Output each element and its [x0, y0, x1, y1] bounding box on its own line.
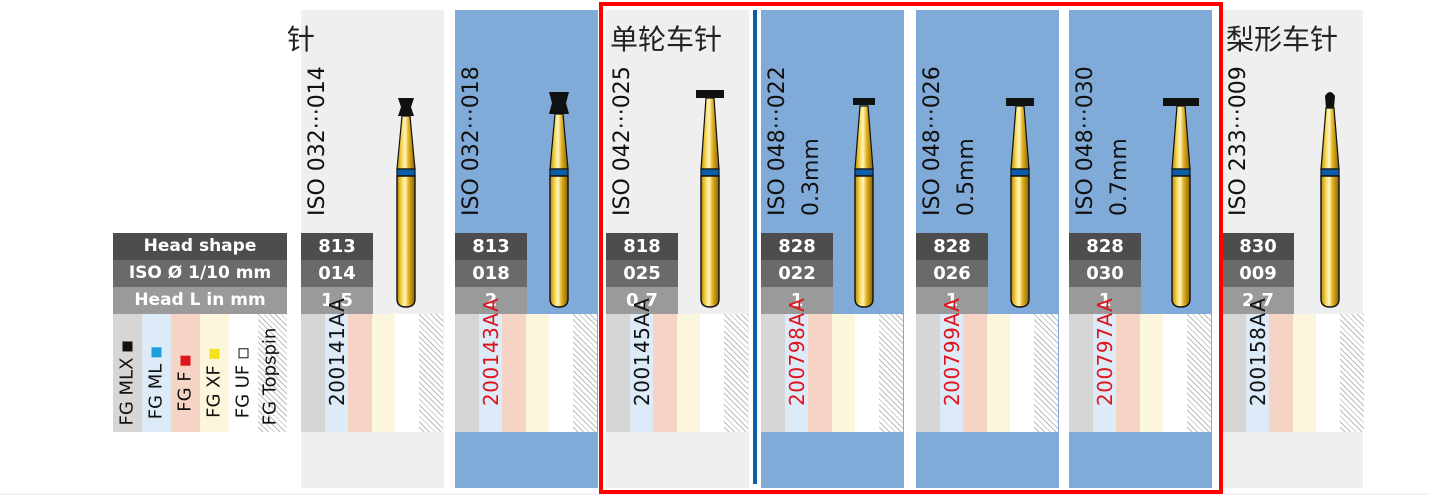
category-title: 针 [287, 23, 316, 56]
iso-diameter-value: 009 [1222, 260, 1294, 287]
head-length-value: 0.7 [606, 287, 678, 314]
yellow-square-icon [209, 349, 220, 360]
head-length-value: 2 [455, 287, 527, 314]
spec-table: 828 022 1 [761, 233, 833, 314]
spec-table: 813 018 2 [455, 233, 527, 314]
grit-label: FG Topspin [259, 327, 281, 426]
spec-table: 818 025 0.7 [606, 233, 678, 314]
grit-label: FG UF [232, 364, 254, 419]
grit-legend: FG MLX FG ML FG F FG XF FG UF FG Topspin [113, 314, 287, 432]
head-length-value: 2.7 [1222, 287, 1294, 314]
head-shape-value: 818 [606, 233, 678, 260]
grit-availability [606, 314, 748, 432]
iso-diameter-value: 025 [606, 260, 678, 287]
grit-ml: FG ML [142, 314, 171, 432]
white-square-icon [238, 348, 249, 359]
spec-table: 813 014 1.5 [301, 233, 373, 314]
grit-label: FG ML [145, 363, 167, 420]
legend-head-length: Head L in mm [113, 287, 287, 314]
bur-illustration [1006, 98, 1034, 308]
grit-availability [301, 314, 443, 432]
head-shape-value: 813 [301, 233, 373, 260]
bur-panel: ISO 048···022 0.3mm 828 022 1 200798AA [761, 10, 904, 488]
highlight-frame [599, 2, 1223, 494]
grit-xf: FG XF [200, 314, 229, 432]
grit-availability [761, 314, 903, 432]
red-square-icon [180, 355, 191, 366]
head-shape-value: 828 [1069, 233, 1141, 260]
grit-availability [916, 314, 1058, 432]
grit-mlx: FG MLX [113, 314, 142, 432]
category-title: 梨形车针 [1226, 23, 1339, 56]
bur-panel: ISO 048···026 0.5mm 828 026 1 200799AA [916, 10, 1059, 488]
head-shape-value: 830 [1222, 233, 1294, 260]
order-code[interactable]: 200158AA [1246, 297, 1270, 406]
order-code[interactable]: 200143AA [479, 297, 503, 406]
bur-panel: 梨形车针 ISO 233···009 830 009 2.7 200158AA [1222, 10, 1364, 488]
bur-panel: 针 ISO 032···014 813 014 1.5 200141AA [287, 10, 444, 488]
spec-legend: Head shape ISO Ø 1/10 mm Head L in mm FG… [113, 233, 287, 432]
head-length-value: 1 [916, 287, 988, 314]
spec-table: 828 030 1 [1069, 233, 1141, 314]
section-divider [753, 10, 757, 484]
black-square-icon [122, 341, 133, 352]
head-shape-value: 828 [916, 233, 988, 260]
head-length-value: 1.5 [301, 287, 373, 314]
grit-availability [1069, 314, 1211, 432]
spec-table: 830 009 2.7 [1222, 233, 1294, 314]
grit-uf: FG UF [229, 314, 258, 432]
iso-diameter-value: 030 [1069, 260, 1141, 287]
bur-illustration [696, 90, 724, 308]
grit-label: FG XF [203, 365, 225, 418]
bottom-divider [0, 493, 1429, 495]
grit-availability [1222, 314, 1364, 432]
iso-diameter-value: 018 [455, 260, 527, 287]
bur-panel: ISO 048···030 0.7mm 828 030 1 200797AA [1069, 10, 1212, 488]
iso-diameter-value: 022 [761, 260, 833, 287]
head-length-value: 1 [1069, 287, 1141, 314]
category-title: 单轮车针 [610, 23, 723, 56]
spec-table: 828 026 1 [916, 233, 988, 314]
grit-f: FG F [171, 314, 200, 432]
bur-panel: 单轮车针 ISO 042···025 818 025 0.7 200145AA [606, 10, 749, 488]
bur-illustration [549, 92, 569, 308]
grit-label: FG F [174, 371, 196, 412]
iso-diameter-value: 026 [916, 260, 988, 287]
grit-topspin: FG Topspin [258, 314, 287, 432]
head-shape-value: 813 [455, 233, 527, 260]
bur-illustration [853, 98, 875, 308]
iso-diameter-value: 014 [301, 260, 373, 287]
bur-illustration [396, 98, 416, 308]
legend-head-shape: Head shape [113, 233, 287, 260]
grit-availability [455, 314, 597, 432]
bur-illustration [1163, 98, 1199, 308]
legend-iso-diameter: ISO Ø 1/10 mm [113, 260, 287, 287]
blue-square-icon [151, 347, 162, 358]
grit-label: FG MLX [116, 357, 138, 426]
bur-illustration [1320, 92, 1340, 308]
order-code[interactable]: 200141AA [325, 297, 349, 406]
head-length-value: 1 [761, 287, 833, 314]
bur-panel: ISO 032···018 813 018 2 200143AA [455, 10, 598, 488]
head-shape-value: 828 [761, 233, 833, 260]
